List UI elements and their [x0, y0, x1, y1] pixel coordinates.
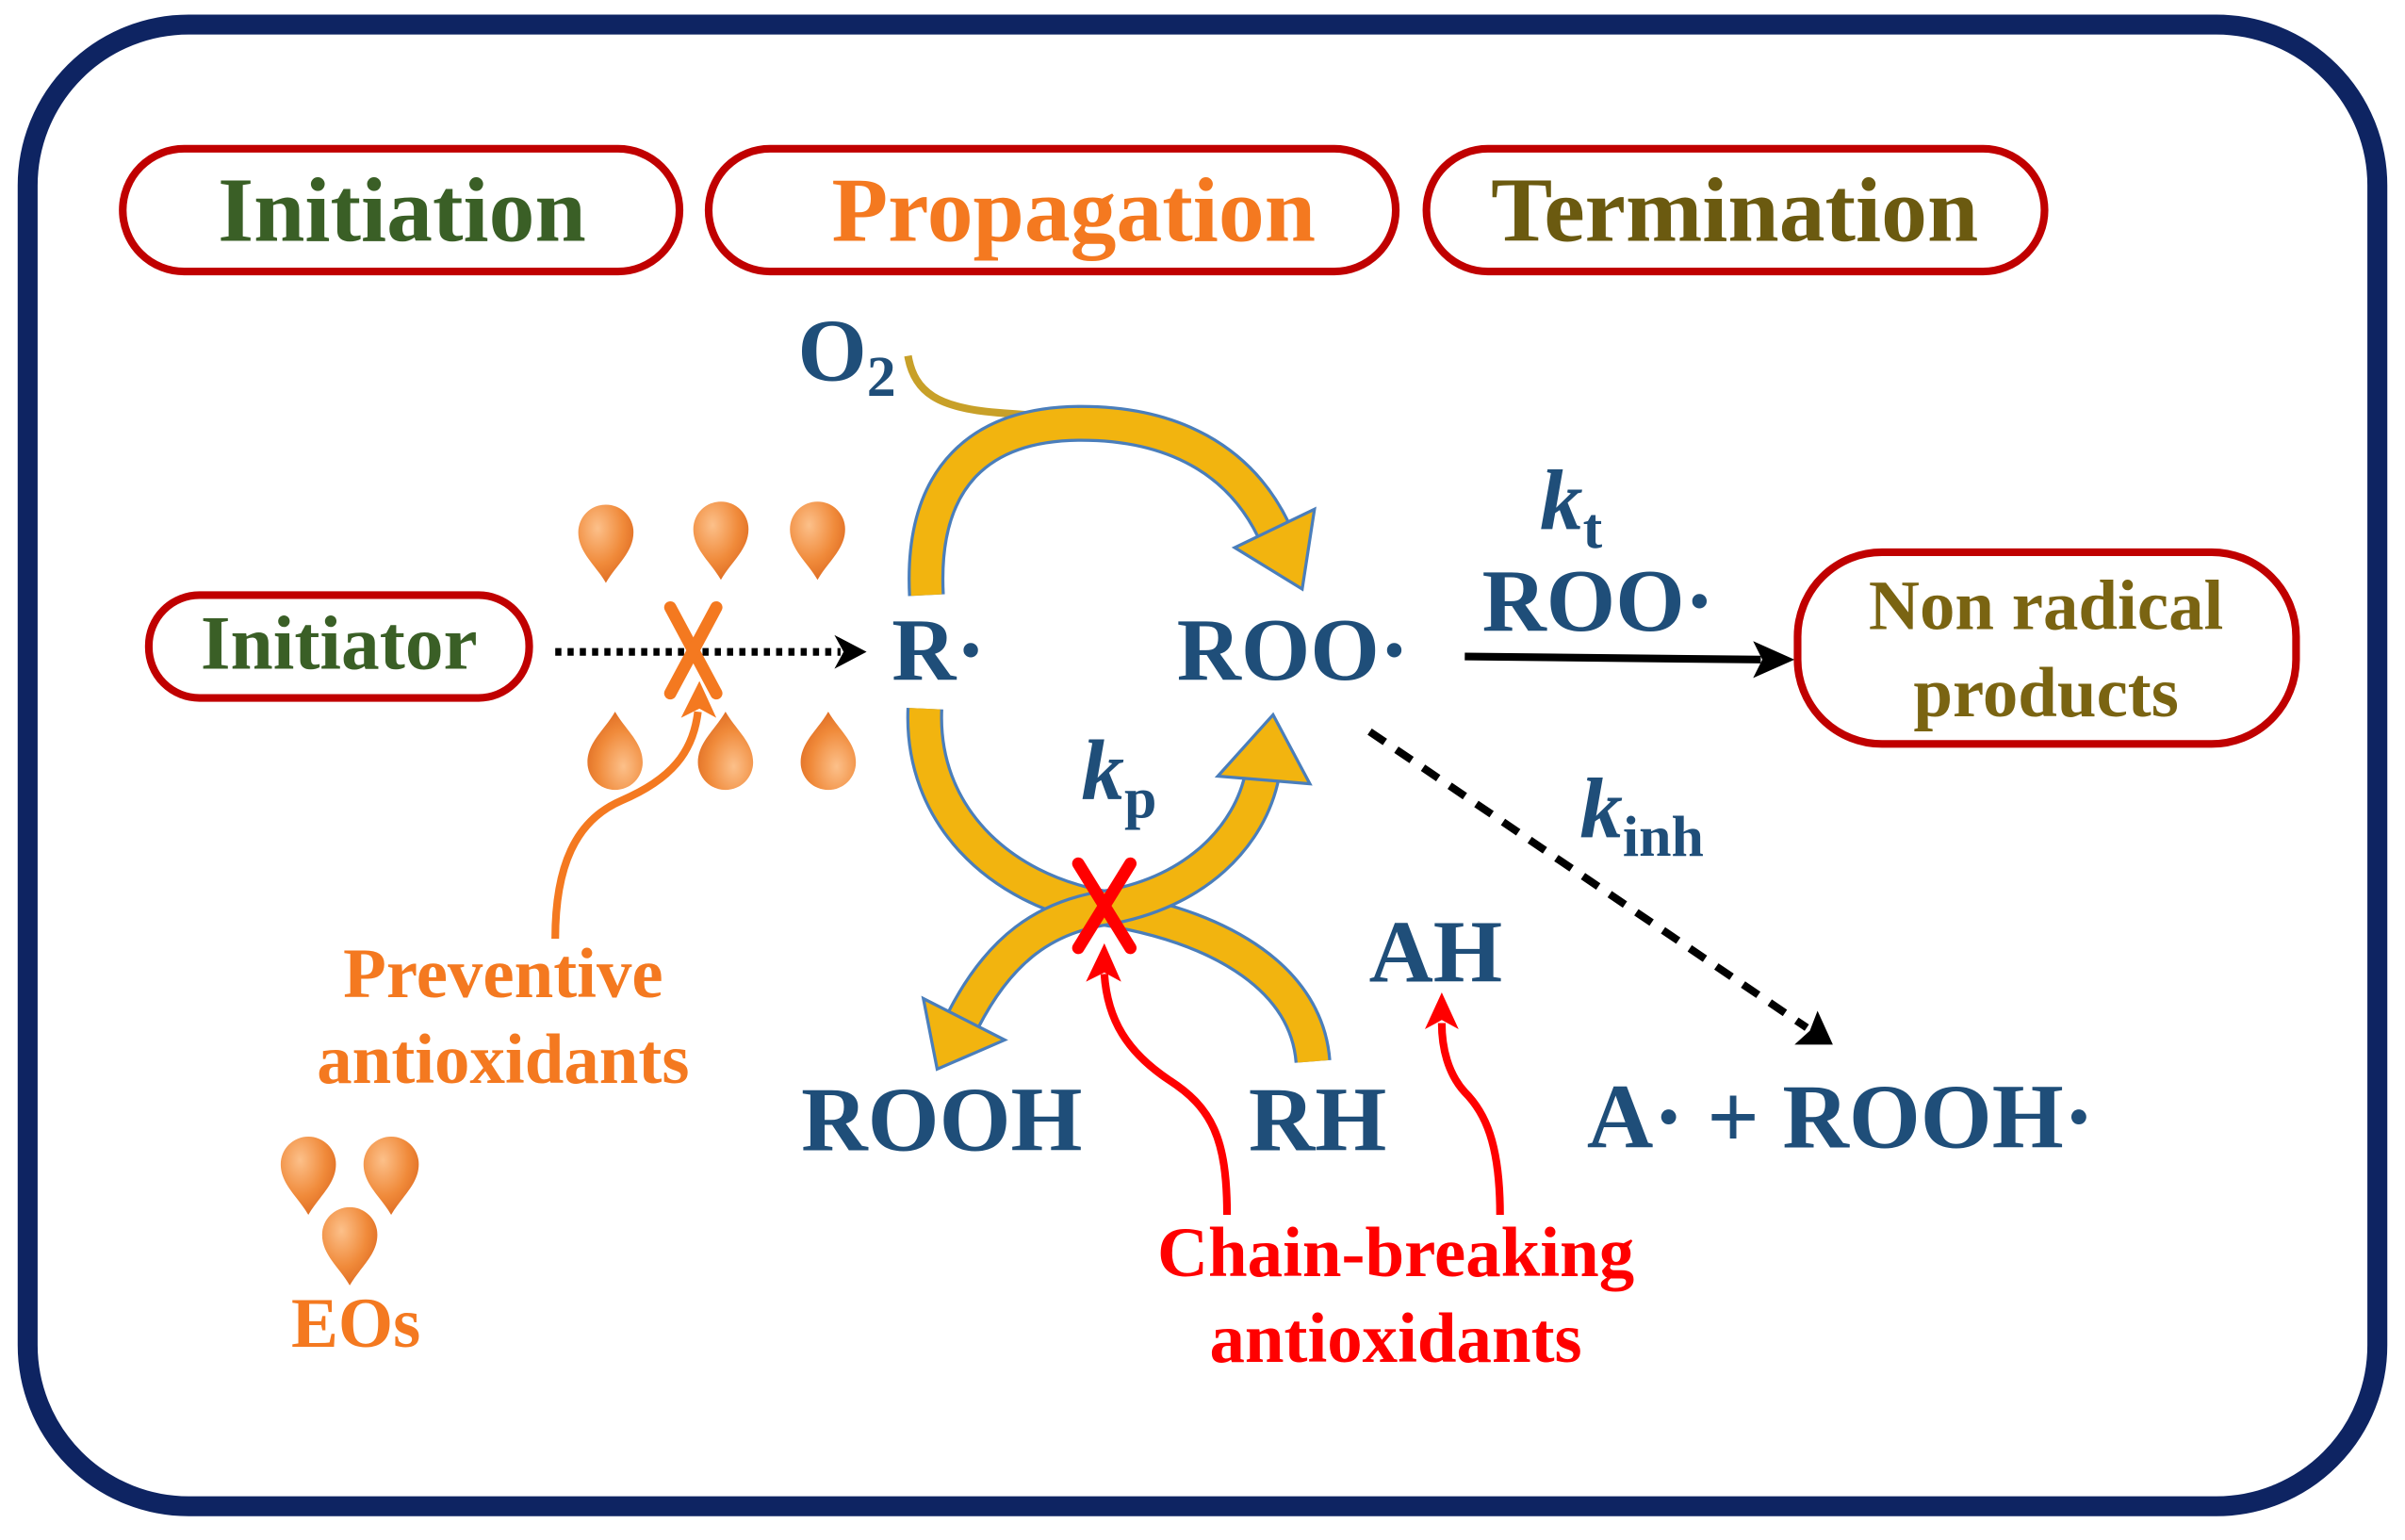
kt-subscript: t — [1583, 497, 1603, 561]
inhibition-dashed-arrow — [1367, 728, 1809, 1031]
non-radical-products-line2: products — [1913, 654, 2178, 732]
stage-initiation-label: Initiation — [218, 160, 586, 262]
preventive-antioxidant-arrow — [551, 711, 702, 940]
termination-arrowhead — [1753, 641, 1795, 679]
oxygen-subscript: 2 — [867, 345, 896, 409]
r-radical-label: R· — [892, 601, 986, 699]
chain-breaking-antioxidants-line2: antioxidants — [1209, 1300, 1581, 1378]
cycle-arrow-top-head — [1231, 506, 1317, 592]
initiation-block-x-mark-icon — [663, 600, 723, 700]
chain-breaking-antioxidants-line1: Chain-breaking — [1157, 1214, 1634, 1292]
cycle-arrow-top — [908, 404, 1317, 597]
stage-pill-propagation — [704, 144, 1400, 276]
chain-breaking-arrow-to-ah — [1437, 1023, 1504, 1215]
stage-pill-termination — [1422, 144, 2049, 276]
rooh-label: ROOH — [801, 1070, 1082, 1171]
outer-frame — [17, 14, 2388, 1516]
cycle-arrow-roo-head — [1214, 712, 1313, 786]
non-radical-products-line1: Non radical — [1869, 566, 2223, 645]
stage-propagation-label: Propagation — [832, 160, 1316, 262]
cycle-arrow-top-body — [910, 407, 1287, 597]
kt-rate-constant: kt — [1540, 452, 1603, 561]
preventive-antioxidants-label-line2: antioxidants — [317, 1021, 689, 1099]
roo-radical-termination-label: ROO· — [1482, 552, 1714, 650]
initiation-arrowhead — [834, 634, 867, 669]
oxygen-symbol: O — [797, 303, 866, 401]
non-radical-products-pill — [1793, 548, 2300, 748]
inhibition-products-label: A· + ROOH· — [1587, 1066, 2094, 1168]
ah-label: AH — [1369, 904, 1503, 1002]
oxygen-label: O2 — [797, 303, 895, 409]
roo-radical-label: ROO· — [1177, 601, 1409, 699]
kinh-symbol: k — [1579, 762, 1623, 857]
chain-breaking-arrowhead-to-x — [1086, 942, 1121, 982]
kinh-subscript: inh — [1623, 805, 1704, 869]
inhibition-arrowhead — [1794, 1010, 1833, 1045]
initiator-pill — [144, 591, 533, 702]
preventive-antioxidants-label-line1: Preventive — [343, 935, 663, 1013]
chain-breaking-arrow-to-x — [1100, 974, 1232, 1215]
stage-pill-initiation — [119, 144, 684, 276]
kp-subscript: p — [1124, 766, 1156, 830]
stage-termination-label: Termination — [1491, 160, 1978, 262]
kt-symbol: k — [1540, 452, 1583, 548]
rh-label: RH — [1249, 1070, 1386, 1171]
eos-label: EOs — [291, 1285, 420, 1363]
kp-rate-constant: kp — [1081, 723, 1156, 831]
cycle-arrow-rooh-head — [921, 995, 1008, 1072]
chain-block-x-mark-icon — [1072, 857, 1137, 955]
termination-arrow — [1464, 652, 1761, 664]
initiator-label: Initiator — [201, 600, 478, 686]
chain-breaking-arrowhead-to-ah — [1424, 991, 1459, 1030]
kp-symbol: k — [1081, 723, 1124, 818]
kinh-rate-constant: kinh — [1579, 762, 1704, 870]
preventive-antioxidant-arrowhead — [680, 680, 717, 718]
